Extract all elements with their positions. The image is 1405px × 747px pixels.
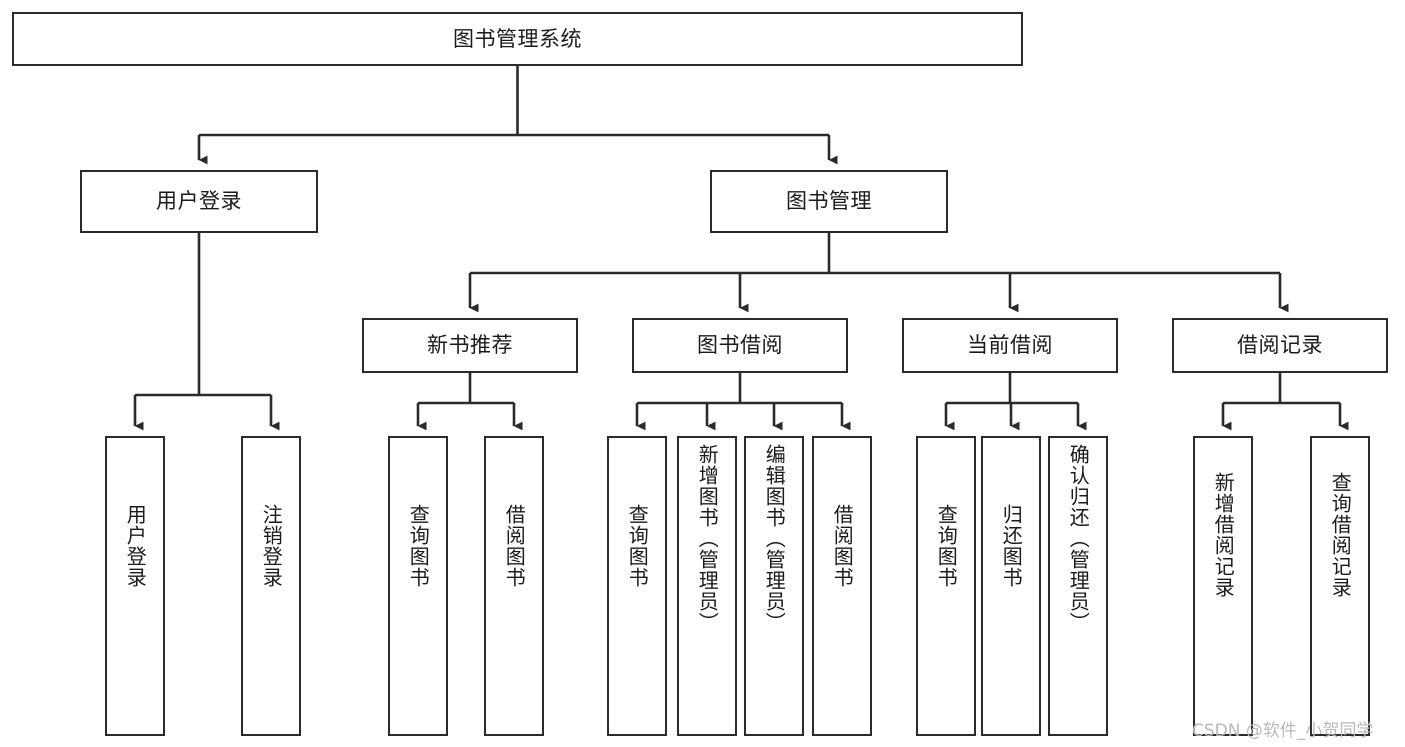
node-leaf-12[interactable]: 查询借阅记录 xyxy=(1310,436,1370,736)
node-level3-0[interactable]: 新书推荐 xyxy=(362,318,578,373)
node-label: 用户登录 xyxy=(156,189,242,214)
node-leaf-4[interactable]: 查询图书 xyxy=(607,436,667,736)
node-label: 图书管理系统 xyxy=(453,26,582,51)
node-label: 查询图书 xyxy=(934,504,959,588)
node-leaf-1[interactable]: 注销登录 xyxy=(241,436,301,736)
node-leaf-10[interactable]: 确认归还（管理员） xyxy=(1048,436,1108,736)
node-label: 归还图书 xyxy=(999,504,1024,588)
node-leaf-8[interactable]: 查询图书 xyxy=(916,436,976,736)
node-leaf-2[interactable]: 查询图书 xyxy=(388,436,448,736)
node-label: 查询图书 xyxy=(625,504,650,588)
node-label: 新增借阅记录 xyxy=(1211,472,1236,598)
node-label: 新书推荐 xyxy=(427,333,513,358)
node-label: 查询图书 xyxy=(406,504,431,588)
node-label: 编辑图书（管理员） xyxy=(762,444,787,633)
node-leaf-6[interactable]: 编辑图书（管理员） xyxy=(744,436,804,736)
node-label: 图书管理 xyxy=(786,189,872,214)
node-level2-0[interactable]: 用户登录 xyxy=(80,170,318,233)
node-label: 图书借阅 xyxy=(697,333,783,358)
node-level2-1[interactable]: 图书管理 xyxy=(710,170,948,233)
node-level3-3[interactable]: 借阅记录 xyxy=(1172,318,1388,373)
node-label: 注销登录 xyxy=(259,504,284,588)
node-label: 查询借阅记录 xyxy=(1328,472,1353,598)
node-label: 借阅图书 xyxy=(502,504,527,588)
node-level3-2[interactable]: 当前借阅 xyxy=(902,318,1118,373)
node-label: 借阅图书 xyxy=(830,504,855,588)
node-leaf-5[interactable]: 新增图书（管理员） xyxy=(677,436,737,736)
node-leaf-0[interactable]: 用户登录 xyxy=(105,436,165,736)
watermark-text: CSDN @软件_小贺同学 xyxy=(1192,721,1374,741)
node-root-图书管理系统[interactable]: 图书管理系统 xyxy=(12,12,1023,66)
node-label: 确认归还（管理员） xyxy=(1066,444,1091,633)
node-label: 借阅记录 xyxy=(1237,333,1323,358)
node-level3-1[interactable]: 图书借阅 xyxy=(632,318,848,373)
node-leaf-11[interactable]: 新增借阅记录 xyxy=(1193,436,1253,736)
node-label: 当前借阅 xyxy=(967,333,1053,358)
node-leaf-9[interactable]: 归还图书 xyxy=(981,436,1041,736)
node-label: 新增图书（管理员） xyxy=(695,444,720,633)
node-label: 用户登录 xyxy=(123,504,148,588)
node-leaf-3[interactable]: 借阅图书 xyxy=(484,436,544,736)
node-leaf-7[interactable]: 借阅图书 xyxy=(812,436,872,736)
